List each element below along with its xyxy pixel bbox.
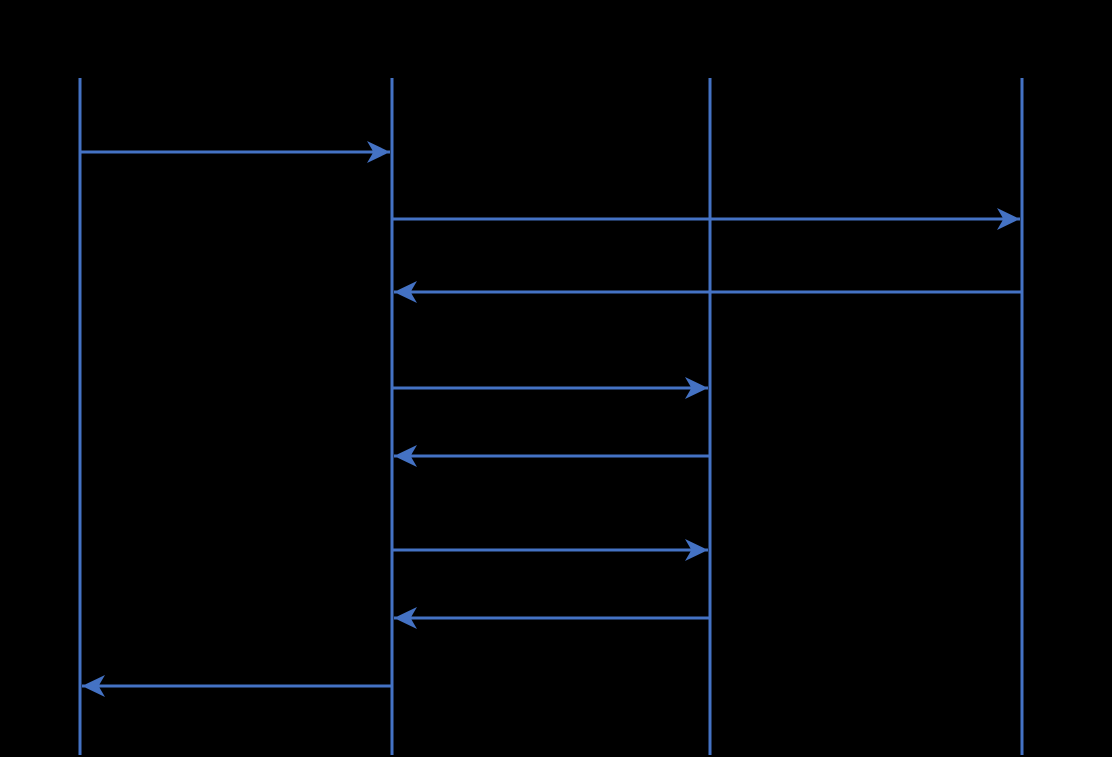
sequence-diagram-canvas (78, 78, 1024, 755)
sequence-diagram (78, 78, 1024, 755)
